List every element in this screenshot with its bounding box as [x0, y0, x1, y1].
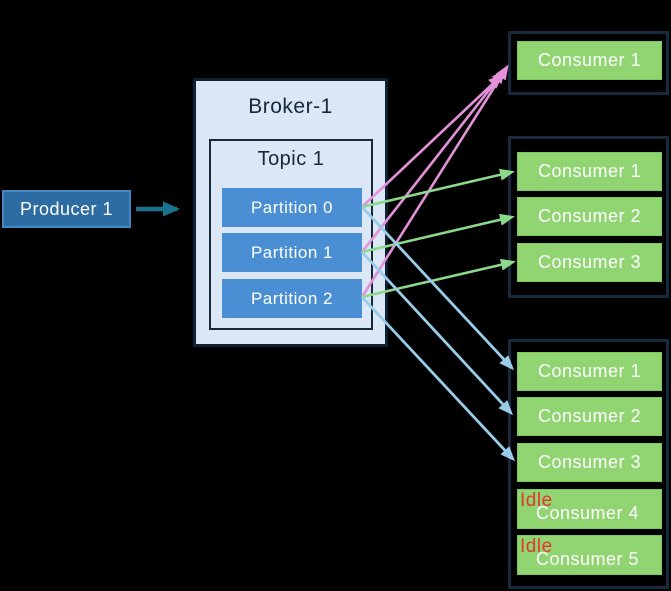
group3-consumer-4-box: Idle Consumer 4 — [517, 489, 662, 529]
group3-consumer-3-box: Consumer 3 — [517, 443, 662, 482]
producer-box: Producer 1 — [2, 190, 131, 228]
idle-badge: Idle — [520, 490, 553, 511]
topic-box: Topic 1 Partition 0 Partition 1 Partitio… — [209, 139, 373, 330]
partition-1-box: Partition 1 — [222, 233, 362, 272]
producer-label: Producer 1 — [19, 198, 114, 219]
group3-consumer-5-box: Idle Consumer 5 — [517, 535, 662, 575]
group3-consumer-1-label: Consumer 1 — [537, 361, 642, 381]
broker-label: Broker-1 — [248, 95, 333, 118]
group1-consumer-1-label: Consumer 1 — [537, 50, 642, 70]
group3-consumer-1-box: Consumer 1 — [517, 352, 662, 391]
group2-consumer-2-box: Consumer 2 — [517, 197, 662, 236]
partition-2-label: Partition 2 — [250, 288, 334, 308]
group1-consumer-1-box: Consumer 1 — [517, 41, 662, 80]
group3-consumer-5-label: Consumer 5 — [535, 549, 639, 569]
topic-label: Topic 1 — [257, 148, 325, 170]
group2-consumer-1-box: Consumer 1 — [517, 152, 662, 191]
group2-consumer-2-label: Consumer 2 — [537, 206, 642, 226]
consumer-group-1: Consumer 1 — [508, 31, 669, 95]
consumer-group-3: Consumer 1 Consumer 2 Consumer 3 Idle Co… — [508, 339, 669, 589]
group3-consumer-4-label: Consumer 4 — [535, 503, 639, 523]
group3-consumer-3-label: Consumer 3 — [537, 452, 642, 472]
partition-2-box: Partition 2 — [222, 279, 362, 318]
group2-consumer-3-label: Consumer 3 — [537, 252, 642, 272]
group3-consumer-2-label: Consumer 2 — [537, 406, 642, 426]
partition-1-label: Partition 1 — [250, 242, 334, 262]
partition-0-box: Partition 0 — [222, 188, 362, 227]
group2-consumer-1-label: Consumer 1 — [537, 161, 642, 181]
idle-badge: Idle — [520, 536, 553, 557]
group2-consumer-3-box: Consumer 3 — [517, 243, 662, 282]
group3-consumer-2-box: Consumer 2 — [517, 397, 662, 436]
consumer-group-2: Consumer 1 Consumer 2 Consumer 3 — [508, 136, 669, 298]
partition-0-label: Partition 0 — [250, 197, 334, 217]
